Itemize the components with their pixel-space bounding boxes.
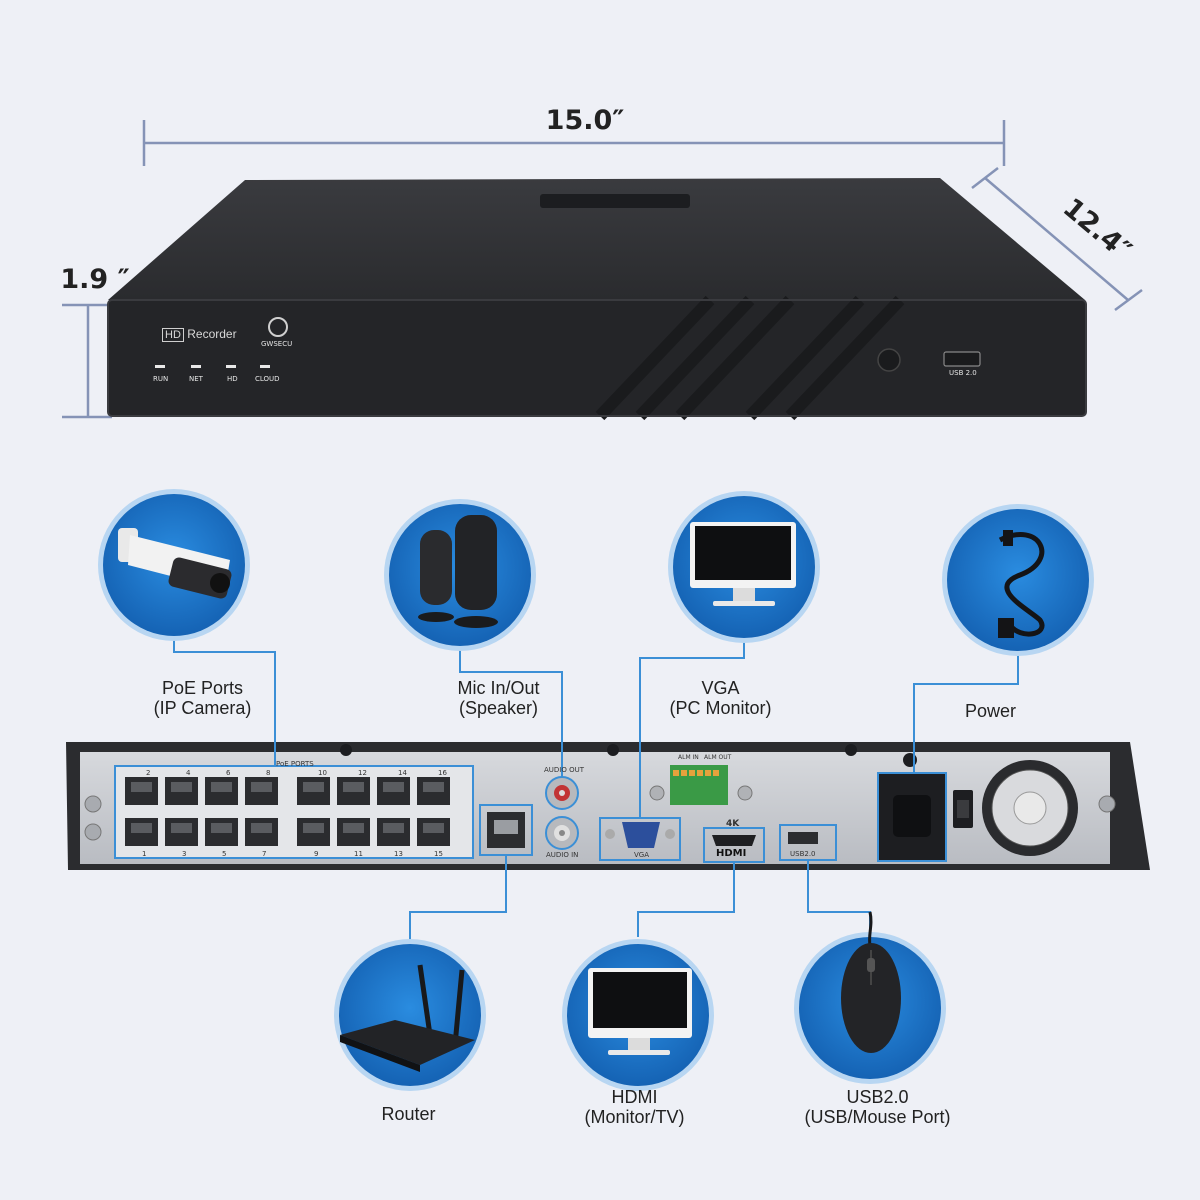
hdmi-4k-label: 4K [726, 819, 740, 829]
poe-port-number: 8 [266, 769, 270, 777]
height-dimension-label: 1.9 ″ [60, 264, 130, 295]
peripheral-circles [98, 489, 1094, 1091]
poe-port-number: 15 [434, 850, 443, 858]
poe-port-number: 7 [262, 850, 266, 858]
speaker-bubble [384, 499, 536, 651]
nvr-front-view [107, 178, 1087, 421]
poe-port-contacts [211, 823, 232, 833]
callout-hdmi-subtitle: (Monitor/TV) [584, 1107, 685, 1127]
callout-poe-title: PoE Ports [161, 678, 244, 698]
poe-port-contacts [423, 782, 444, 792]
callout-mic-subtitle: (Speaker) [458, 698, 539, 718]
callout-poe-subtitle: (IP Camera) [153, 698, 252, 718]
dimension-lines [62, 120, 1143, 419]
power-cable-bubble [942, 504, 1094, 656]
poe-port-contacts [171, 782, 192, 792]
usb-port-label: USB2.0 [790, 850, 816, 858]
callout-mic-title: Mic In/Out [457, 678, 540, 698]
poe-port-contacts [211, 782, 232, 792]
led-label-net: NET [189, 375, 203, 383]
width-dimension-label: 15.0″ [545, 105, 625, 136]
poe-port-number: 4 [186, 769, 191, 777]
connector-lines [173, 640, 1019, 945]
alarm-out-label: ALM OUT [704, 754, 732, 761]
pc-monitor-bubble [668, 491, 820, 643]
ip-camera-bubble [98, 489, 250, 641]
callout-power-title: Power [964, 701, 1017, 721]
poe-port-contacts [251, 782, 272, 792]
poe-port-contacts [343, 782, 364, 792]
poe-port-contacts [251, 823, 272, 833]
led-label-run: RUN [153, 375, 169, 383]
led-label-cloud: CLOUD [255, 375, 280, 383]
led-label-hd: HD [227, 375, 238, 383]
poe-port-number: 14 [398, 769, 407, 777]
hdmi-monitor-bubble [562, 939, 714, 1091]
poe-port-contacts [131, 782, 152, 792]
callout-usb: USB2.0 (USB/Mouse Port) [785, 1087, 970, 1127]
callout-router: Router [336, 1104, 481, 1124]
poe-port-contacts [303, 823, 324, 833]
poe-port-number: 5 [222, 850, 226, 858]
poe-port-number: 9 [314, 850, 318, 858]
callout-vga-title: VGA [701, 678, 740, 698]
poe-port-number: 10 [318, 769, 327, 777]
poe-port-number: 1 [142, 850, 146, 858]
audio-in-label: AUDIO IN [546, 851, 579, 859]
recorder-text: Recorder [187, 327, 237, 341]
callout-poe-ports: PoE Ports (IP Camera) [130, 678, 275, 718]
hd-badge: HD [162, 328, 184, 342]
mouse-bubble [794, 911, 946, 1084]
poe-port-number: 3 [182, 850, 186, 858]
front-badge: HD Recorder [162, 327, 237, 342]
callout-vga: VGA (PC Monitor) [648, 678, 793, 718]
callout-router-title: Router [381, 1104, 436, 1124]
poe-header-label: PoE PORTS [276, 760, 314, 768]
poe-port-number: 2 [146, 769, 150, 777]
poe-port-number: 11 [354, 850, 363, 858]
callout-vga-subtitle: (PC Monitor) [669, 698, 772, 718]
hdmi-port-label: HDMI [716, 848, 747, 859]
vga-port-label: VGA [634, 851, 650, 859]
callout-hdmi-title: HDMI [611, 1087, 658, 1107]
callout-usb-subtitle: (USB/Mouse Port) [804, 1107, 951, 1127]
alarm-in-label: ALM IN [678, 754, 699, 761]
poe-port-number: 6 [226, 769, 231, 777]
poe-port-number: 12 [358, 769, 367, 777]
poe-port-number: 13 [394, 850, 403, 858]
poe-port-contacts [303, 782, 324, 792]
poe-port-contacts [343, 823, 364, 833]
poe-port-contacts [171, 823, 192, 833]
router-bubble [334, 939, 486, 1091]
audio-out-label: AUDIO OUT [544, 766, 585, 774]
poe-port-contacts [423, 823, 444, 833]
poe-port-contacts [383, 823, 404, 833]
poe-port-number: 16 [438, 769, 447, 777]
poe-port-contacts [383, 782, 404, 792]
brand-label: GWSECU [261, 340, 293, 348]
callout-power: Power [918, 701, 1063, 721]
callout-usb-title: USB2.0 [846, 1087, 909, 1107]
poe-port-contacts [131, 823, 152, 833]
front-usb-label: USB 2.0 [949, 369, 977, 377]
callout-hdmi: HDMI (Monitor/TV) [562, 1087, 707, 1127]
callout-mic: Mic In/Out (Speaker) [426, 678, 571, 718]
